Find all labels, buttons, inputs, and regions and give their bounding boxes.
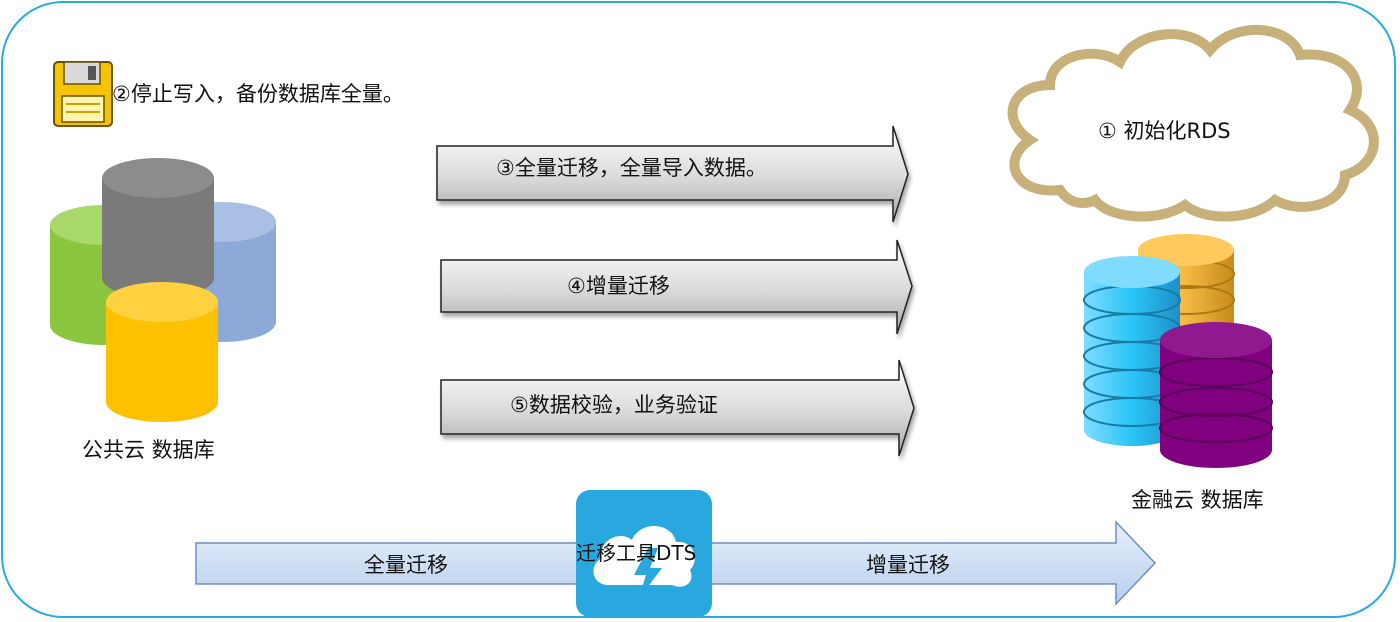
lightning-cloud-icon [576, 490, 712, 617]
floppy-disk-icon [53, 61, 113, 127]
arrow-verify [440, 359, 915, 457]
arrow-full-import-label: ③全量迁移，全量导入数据。 [496, 156, 767, 180]
arrow-incremental-label: ④增量迁移 [567, 274, 670, 298]
arrow-verify-label: ⑤数据校验，业务验证 [510, 393, 718, 417]
step-init-rds-label: ① 初始化RDS [1098, 119, 1231, 143]
timeline-full-label: 全量迁移 [364, 553, 448, 577]
public-cloud-database-icon [50, 158, 276, 422]
source-database-label: 公共云 数据库 [82, 438, 215, 462]
arrow-full-import [436, 125, 909, 223]
cloud-shape [1007, 25, 1379, 222]
target-database-label: 金融云 数据库 [1131, 488, 1264, 512]
arrow-incremental [440, 239, 913, 335]
step-backup-label: ②停止写入，备份数据库全量。 [112, 82, 404, 106]
timeline-incremental-label: 增量迁移 [866, 553, 950, 577]
dts-tool-label: 迁移工具DTS [576, 541, 697, 565]
financial-cloud-database-icon [1083, 234, 1273, 468]
